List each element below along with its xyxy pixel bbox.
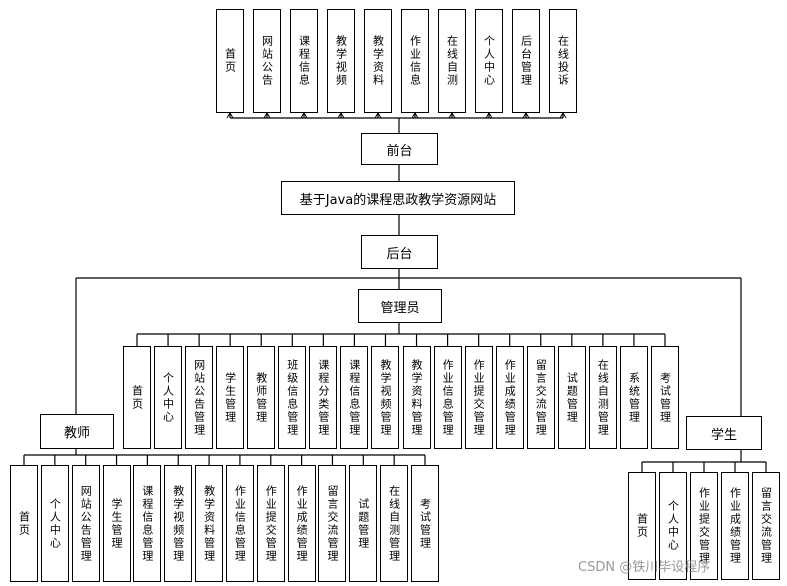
frontend-module-box: 在线投诉 [549,9,577,113]
frontend-module-box: 在线自测 [438,9,466,113]
student-node: 学生 [686,416,762,450]
frontend-module-box: 个人中心 [475,9,503,113]
arrow-head [226,112,234,119]
arrow-head [411,112,419,119]
teacher-module-box: 课程信息管理 [133,465,162,582]
admin-module-box: 考试管理 [651,346,679,449]
admin-module-box: 学生管理 [216,346,245,449]
student-module-box: 首页 [628,472,656,580]
student-module-box: 作业成绩管理 [721,472,749,580]
admin-module-box: 教学资料管理 [402,346,431,449]
admin-module-box: 留言交流管理 [526,346,555,449]
admin-module-box: 首页 [123,346,151,449]
arrow-head [300,112,308,119]
admin-module-box: 在线自测管理 [588,346,617,449]
frontend-module-box: 首页 [216,9,244,113]
arrow-head [448,112,456,119]
frontend-module-box: 教学资料 [364,9,392,113]
student-module-box: 留言交流管理 [752,472,780,580]
arrow-head [485,112,493,119]
teacher-module-box: 在线自测管理 [380,465,409,582]
admin-module-box: 网站公告管理 [185,346,214,449]
admin-module-box: 教师管理 [247,346,276,449]
backend-node: 后台 [361,235,438,269]
system-title-node: 基于Java的课程思政教学资源网站 [281,181,515,215]
frontend-module-box: 网站公告 [253,9,281,113]
admin-module-box: 作业成绩管理 [495,346,524,449]
teacher-module-box: 学生管理 [102,465,131,582]
teacher-module-box: 作业信息管理 [225,465,254,582]
teacher-module-box: 作业提交管理 [256,465,285,582]
teacher-module-box: 留言交流管理 [318,465,347,582]
teacher-module-box: 网站公告管理 [71,465,100,582]
admin-node: 管理员 [358,289,442,323]
frontend-module-box: 后台管理 [512,9,540,113]
teacher-module-box: 教学视频管理 [164,465,193,582]
arrow-head [374,112,382,119]
teacher-module-box: 首页 [10,465,38,582]
teacher-module-box: 个人中心 [40,465,69,582]
teacher-module-box: 作业成绩管理 [287,465,316,582]
teacher-module-box: 试题管理 [349,465,378,582]
admin-module-box: 课程分类管理 [309,346,338,449]
teacher-node: 教师 [40,414,114,449]
frontend-module-box: 教学视频 [327,9,355,113]
arrow-head [263,112,271,119]
arrow-head [337,112,345,119]
frontend-module-box: 课程信息 [290,9,318,113]
arrow-head [522,112,530,119]
student-module-box: 作业提交管理 [690,472,718,580]
watermark: CSDN @铁川毕设程序 [578,560,711,575]
student-module-box: 个人中心 [659,472,687,580]
admin-module-box: 作业提交管理 [464,346,493,449]
admin-module-box: 教学视频管理 [371,346,400,449]
frontend-module-box: 作业信息 [401,9,429,113]
frontend-node: 前台 [361,133,438,165]
admin-module-box: 作业信息管理 [433,346,462,449]
admin-module-box: 系统管理 [619,346,648,449]
admin-module-box: 个人中心 [154,346,183,449]
teacher-module-box: 考试管理 [411,465,439,582]
teacher-module-box: 教学资料管理 [195,465,224,582]
admin-module-box: 课程信息管理 [340,346,369,449]
admin-module-box: 班级信息管理 [278,346,307,449]
admin-module-box: 试题管理 [557,346,586,449]
arrow-head [559,112,567,119]
